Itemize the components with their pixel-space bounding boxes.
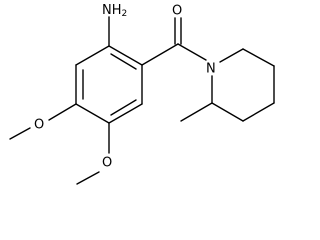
bond-ring-6 — [75, 45, 110, 66]
bond-pip-4 — [242, 102, 275, 122]
bond-ring-to-carbonyl — [141, 43, 179, 66]
bond-carbonyl-to-nitrogen — [177, 43, 207, 61]
carbonyl-oxygen-label: O — [172, 4, 182, 19]
piperidine-nitrogen-label: N — [206, 62, 216, 77]
bond-pip-2 — [242, 48, 275, 67]
methoxy-oxygen-1-label: O — [34, 118, 44, 133]
bond-ring-1 — [108, 45, 143, 66]
amine-label: NH2 — [102, 3, 127, 19]
methoxy-oxygen-2-label: O — [102, 156, 112, 171]
molecule-diagram: NH2 O N O O — [9, 3, 275, 185]
bond-ring-double-1 — [110, 53, 137, 70]
bond-ring-double-2 — [110, 99, 137, 116]
benzene-ring — [75, 45, 143, 124]
bond-pip-1 — [219, 48, 244, 63]
bond-pip-5 — [211, 102, 244, 122]
bond-methyl — [180, 102, 213, 122]
bond-methoxy-2-methyl — [76, 171, 100, 185]
bond-ring-to-methoxy-1 — [48, 103, 77, 121]
piperidine-ring — [211, 48, 275, 122]
bond-ring-3 — [108, 103, 143, 124]
bond-ring-4 — [75, 103, 110, 124]
bond-methoxy-1-methyl — [9, 127, 31, 140]
